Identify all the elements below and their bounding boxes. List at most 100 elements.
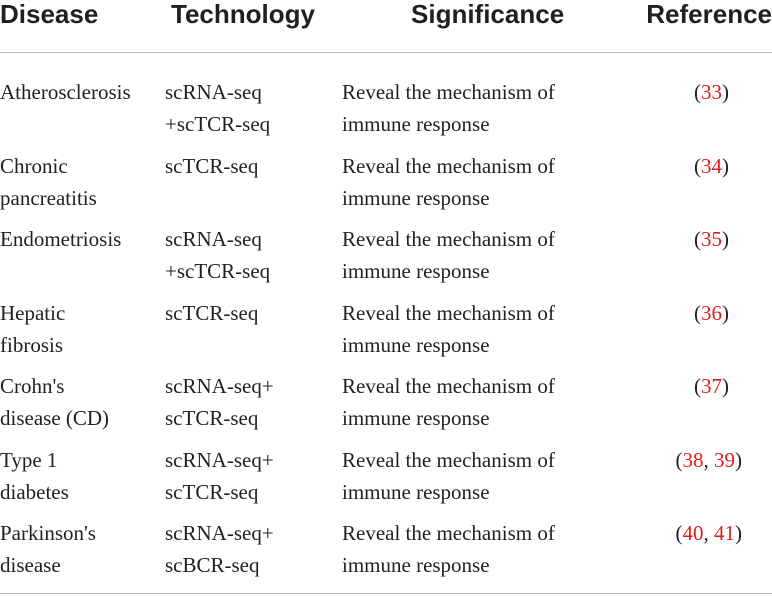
disease-cell: Chronic pancreatitis bbox=[0, 150, 97, 214]
reference-open-paren: ( bbox=[694, 374, 701, 398]
reference-link[interactable]: 38 bbox=[682, 447, 704, 472]
disease-cell: Parkinson's disease bbox=[0, 517, 96, 581]
disease-cell-line: diabetes bbox=[0, 479, 69, 504]
table-row: Chronic pancreatitis scTCR-seq Reveal the m… bbox=[0, 150, 772, 224]
disease-cell-line: Parkinson's bbox=[0, 521, 96, 545]
reference-close-paren: ) bbox=[735, 447, 742, 472]
reference-open-paren: ( bbox=[675, 447, 683, 472]
table-row: Hepatic fibrosis scTCR-seq Reveal the mecha… bbox=[0, 297, 772, 371]
significance-cell-line: Reveal the mechanism of bbox=[342, 300, 555, 325]
reference-cell: (36) bbox=[694, 297, 729, 329]
significance-cell-line: Reveal the mechanism of bbox=[342, 447, 555, 472]
disease-cell-line: Endometriosis bbox=[0, 227, 122, 251]
significance-cell-line: Reveal the mechanism of bbox=[342, 80, 555, 104]
reference-open-paren: ( bbox=[694, 80, 701, 104]
reference-link[interactable]: 37 bbox=[701, 374, 722, 398]
reference-separator: , bbox=[703, 521, 714, 545]
disease-cell: Crohn's disease (CD) bbox=[0, 370, 109, 434]
technology-cell: scTCR-seq bbox=[165, 297, 258, 329]
reference-link[interactable]: 41 bbox=[714, 521, 735, 545]
significance-cell: Reveal the mechanism of immune response bbox=[342, 223, 555, 287]
reference-link[interactable]: 33 bbox=[701, 80, 722, 104]
reference-link[interactable]: 36 bbox=[701, 300, 722, 325]
disease-cell-line: Atherosclerosis bbox=[0, 80, 131, 104]
reference-cell: (40, 41) bbox=[676, 517, 743, 549]
disease-cell: Endometriosis bbox=[0, 223, 121, 255]
technology-cell-line: +scTCR-seq bbox=[165, 112, 271, 136]
header-disease: Disease bbox=[0, 0, 99, 29]
reference-cell: (34) bbox=[694, 150, 729, 182]
significance-cell: Reveal the mechanism of immune response bbox=[342, 297, 555, 361]
table-row: Parkinson's disease scRNA-seq+ scBCR-seq Rev… bbox=[0, 517, 772, 591]
significance-cell-line: immune response bbox=[342, 406, 490, 430]
reference-cell: (35) bbox=[694, 223, 729, 255]
significance-cell-line: immune response bbox=[342, 112, 490, 136]
disease-cell: Type 1 diabetes bbox=[0, 444, 69, 508]
reference-close-paren: ) bbox=[722, 153, 729, 178]
disease-cell: Hepatic fibrosis bbox=[0, 297, 65, 361]
disease-cell: Atherosclerosis bbox=[0, 76, 131, 108]
technology-cell-line: scTCR-seq bbox=[165, 153, 259, 178]
disease-cell-line: Hepatic bbox=[0, 300, 66, 325]
significance-cell-line: immune response bbox=[342, 332, 490, 357]
technology-cell-line: scRNA-seq+ bbox=[165, 447, 274, 472]
reference-cell: (38, 39) bbox=[676, 444, 743, 476]
significance-cell: Reveal the mechanism of immune response bbox=[342, 444, 555, 508]
header-significance: Significance bbox=[411, 0, 565, 29]
disease-cell-line: Type 1 bbox=[0, 447, 58, 472]
reference-cell: (37) bbox=[694, 370, 729, 402]
reference-open-paren: ( bbox=[694, 300, 701, 325]
header-reference: Reference bbox=[646, 0, 772, 29]
table-bottom-rule bbox=[0, 593, 772, 594]
reference-close-paren: ) bbox=[735, 521, 742, 545]
significance-cell-line: Reveal the mechanism of bbox=[342, 521, 555, 545]
reference-close-paren: ) bbox=[722, 300, 729, 325]
technology-cell-line: scRNA-seq+ bbox=[165, 521, 274, 545]
significance-cell-line: Reveal the mechanism of bbox=[342, 153, 555, 178]
table-row: Type 1 diabetes scRNA-seq+ scTCR-seq Reveal … bbox=[0, 444, 772, 518]
technology-cell: scRNA-seq+ scTCR-seq bbox=[165, 444, 274, 508]
significance-cell-line: Reveal the mechanism of bbox=[342, 374, 555, 398]
disease-cell-line: disease bbox=[0, 553, 61, 577]
disease-cell-line: disease (CD) bbox=[0, 406, 110, 430]
reference-separator: , bbox=[703, 447, 714, 472]
significance-cell: Reveal the mechanism of immune response bbox=[342, 370, 555, 434]
reference-link[interactable]: 39 bbox=[714, 447, 735, 472]
reference-link[interactable]: 34 bbox=[701, 153, 722, 178]
technology-cell-line: +scTCR-seq bbox=[165, 259, 271, 283]
significance-cell-line: immune response bbox=[342, 479, 490, 504]
technology-cell-line: scRNA-seq bbox=[165, 227, 262, 251]
technology-cell: scTCR-seq bbox=[165, 150, 258, 182]
table-row: Crohn's disease (CD) scRNA-seq+ scTCR-seq Re… bbox=[0, 370, 772, 444]
reference-open-paren: ( bbox=[675, 521, 683, 545]
technology-cell: scRNA-seq +scTCR-seq bbox=[165, 76, 270, 140]
reference-open-paren: ( bbox=[694, 227, 701, 251]
disease-cell-line: pancreatitis bbox=[0, 185, 97, 210]
significance-cell: Reveal the mechanism of immune response bbox=[342, 76, 555, 140]
technology-cell-line: scRNA-seq bbox=[165, 80, 262, 104]
reference-open-paren: ( bbox=[694, 153, 701, 178]
disease-cell-line: Crohn's bbox=[0, 374, 65, 398]
significance-cell-line: immune response bbox=[342, 185, 490, 210]
table-row: Endometriosis scRNA-seq +scTCR-seq Reveal t… bbox=[0, 223, 772, 297]
technology-cell-line: scRNA-seq+ bbox=[165, 374, 274, 398]
technology-cell: scRNA-seq+ scBCR-seq bbox=[165, 517, 274, 581]
reference-close-paren: ) bbox=[722, 80, 729, 104]
disease-cell-line: fibrosis bbox=[0, 332, 63, 357]
reference-cell: (33) bbox=[694, 76, 729, 108]
significance-cell-line: immune response bbox=[342, 553, 490, 577]
significance-cell-line: immune response bbox=[342, 259, 490, 283]
significance-cell-line: Reveal the mechanism of bbox=[342, 227, 555, 251]
technology-cell: scRNA-seq +scTCR-seq bbox=[165, 223, 270, 287]
reference-link[interactable]: 35 bbox=[701, 227, 722, 251]
technology-cell-line: scTCR-seq bbox=[165, 406, 259, 430]
disease-cell-line: Chronic bbox=[0, 153, 68, 178]
technology-cell: scRNA-seq+ scTCR-seq bbox=[165, 370, 274, 434]
technology-cell-line: scBCR-seq bbox=[165, 553, 260, 577]
technology-cell-line: scTCR-seq bbox=[165, 479, 259, 504]
significance-cell: Reveal the mechanism of immune response bbox=[342, 517, 555, 581]
reference-link[interactable]: 40 bbox=[682, 521, 704, 545]
header-technology: Technology bbox=[171, 0, 315, 29]
